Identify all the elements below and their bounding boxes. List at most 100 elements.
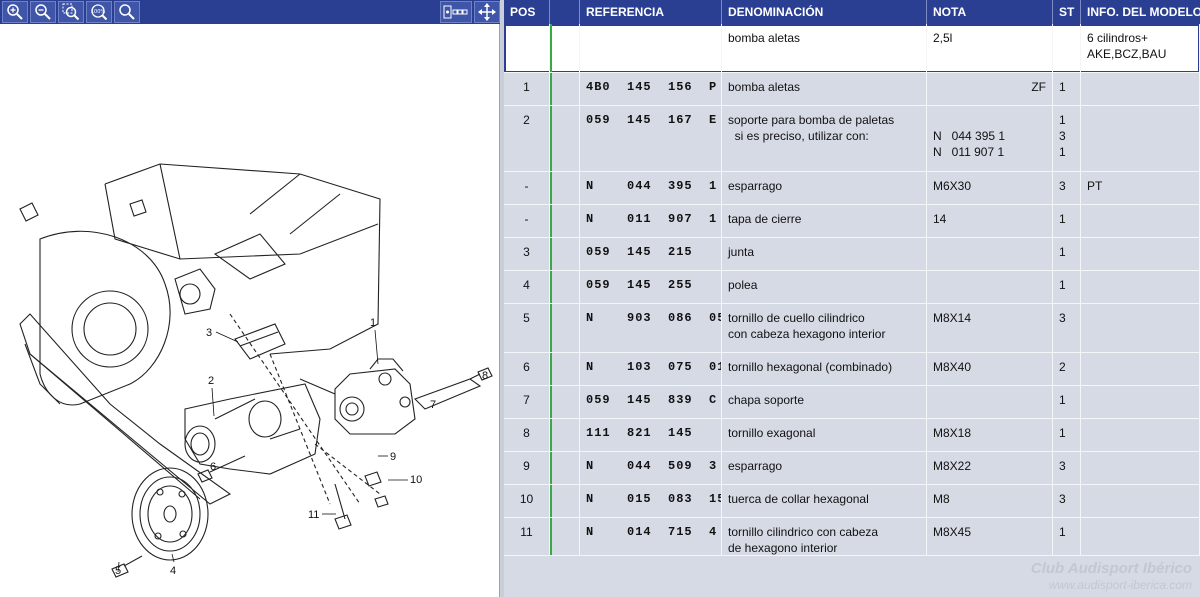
row-reference: N 011 907 1 bbox=[580, 205, 722, 238]
row-denomination: tuerca de collar hexagonal bbox=[722, 485, 927, 518]
row-st: 3 bbox=[1053, 304, 1081, 353]
row-flag bbox=[550, 106, 580, 172]
row-nota: M8X18 bbox=[927, 419, 1053, 452]
zoom-area-button[interactable] bbox=[58, 1, 84, 23]
row-nota bbox=[927, 238, 1053, 271]
row-nota: M8X22 bbox=[927, 452, 1053, 485]
row-reference: N 044 509 3 bbox=[580, 452, 722, 485]
row-denomination: bomba aletas bbox=[722, 73, 927, 106]
watermark-title: Club Audisport Ibérico bbox=[1030, 560, 1192, 577]
row-reference bbox=[580, 24, 722, 73]
header-info[interactable]: INFO. DEL MODELO bbox=[1087, 5, 1200, 19]
zoom-in-button[interactable] bbox=[2, 1, 28, 23]
callout-9: 9 bbox=[390, 451, 396, 463]
row-reference: 111 821 145 bbox=[580, 419, 722, 452]
row-pos: 1 bbox=[504, 73, 550, 106]
header-ref[interactable]: REFERENCIA bbox=[580, 0, 722, 24]
diagram-pane: 100% bbox=[0, 0, 500, 597]
row-flag bbox=[550, 238, 580, 271]
header-pos[interactable]: POS bbox=[504, 0, 550, 24]
row-divider bbox=[504, 555, 1200, 556]
row-reference: N 903 086 05 bbox=[580, 304, 722, 353]
row-pos: 10 bbox=[504, 485, 550, 518]
callout-1: 1 bbox=[370, 317, 376, 329]
view-mode-button[interactable] bbox=[440, 1, 472, 23]
row-st: 1 bbox=[1053, 386, 1081, 419]
row-denomination: tornillo cilindrico con cabeza de hexago… bbox=[722, 518, 927, 556]
row-flag bbox=[550, 304, 580, 353]
row-denomination: tornillo exagonal bbox=[722, 419, 927, 452]
zoom-out-button[interactable] bbox=[30, 1, 56, 23]
row-nota: M8X45 bbox=[927, 518, 1053, 556]
row-denomination: bomba aletas bbox=[722, 24, 927, 73]
row-pos bbox=[504, 24, 550, 73]
row-info bbox=[1081, 238, 1200, 271]
zoom-in-icon bbox=[7, 4, 23, 20]
zoom-100-icon: 100% bbox=[91, 4, 108, 21]
row-reference: 059 145 215 bbox=[580, 238, 722, 271]
row-reference: N 014 715 4 bbox=[580, 518, 722, 556]
row-divider bbox=[504, 204, 1200, 205]
row-nota-flag: ZF bbox=[1031, 80, 1046, 94]
row-denomination: junta bbox=[722, 238, 927, 271]
row-divider bbox=[504, 484, 1200, 485]
row-pos: 6 bbox=[504, 353, 550, 386]
search-button[interactable] bbox=[114, 1, 140, 23]
row-divider bbox=[504, 352, 1200, 353]
row-info: PT bbox=[1081, 172, 1200, 205]
header-den[interactable]: DENOMINACIÓN bbox=[722, 0, 927, 24]
row-divider bbox=[504, 72, 1200, 73]
row-pos: 7 bbox=[504, 386, 550, 419]
callout-2: 2 bbox=[208, 375, 214, 387]
row-nota bbox=[927, 386, 1053, 419]
move-button[interactable] bbox=[474, 1, 500, 23]
row-info bbox=[1081, 205, 1200, 238]
row-flag bbox=[550, 518, 580, 556]
row-divider bbox=[504, 237, 1200, 238]
row-divider bbox=[504, 451, 1200, 452]
row-st: 3 bbox=[1053, 485, 1081, 518]
callout-7: 7 bbox=[430, 399, 436, 411]
callout-labels: 1 2 3 4 5 6 7 8 9 10 11 bbox=[115, 317, 488, 577]
row-info bbox=[1081, 353, 1200, 386]
row-st: 1 bbox=[1053, 205, 1081, 238]
row-flag bbox=[550, 419, 580, 452]
pane-splitter[interactable] bbox=[500, 0, 504, 597]
row-nota: N 044 395 1 N 011 907 1 bbox=[927, 106, 1053, 172]
row-info bbox=[1081, 485, 1200, 518]
row-reference: N 044 395 1 bbox=[580, 172, 722, 205]
zoom-100-button[interactable]: 100% bbox=[86, 1, 112, 23]
header-nota[interactable]: NOTA bbox=[927, 0, 1053, 24]
header-st[interactable]: ST bbox=[1053, 0, 1081, 24]
row-nota: 2,5l bbox=[927, 24, 1053, 73]
row-divider bbox=[504, 385, 1200, 386]
row-divider bbox=[504, 418, 1200, 419]
row-st: 1 3 1 bbox=[1053, 106, 1081, 172]
callout-11: 11 bbox=[308, 509, 319, 521]
row-st: 1 bbox=[1053, 419, 1081, 452]
row-flag bbox=[550, 205, 580, 238]
row-denomination: chapa soporte bbox=[722, 386, 927, 419]
row-pos: 2 bbox=[504, 106, 550, 172]
callout-4: 4 bbox=[170, 565, 176, 577]
exploded-parts-diagram: 1 2 3 4 5 6 7 8 9 10 11 bbox=[19, 163, 493, 578]
row-nota: 14 bbox=[927, 205, 1053, 238]
callout-6: 6 bbox=[210, 461, 216, 473]
callout-3: 3 bbox=[206, 327, 212, 339]
row-reference: 059 145 255 bbox=[580, 271, 722, 304]
callout-10: 10 bbox=[410, 474, 422, 486]
